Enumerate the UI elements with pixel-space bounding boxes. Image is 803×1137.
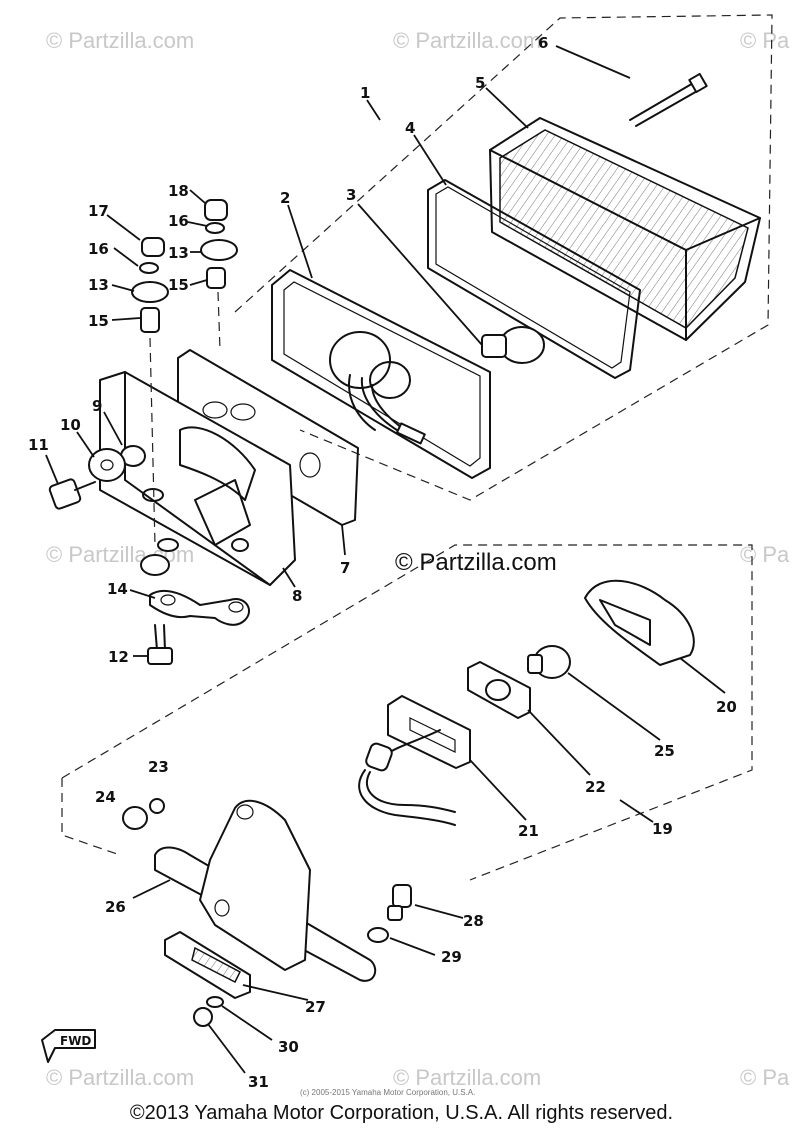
light-base — [271, 269, 491, 479]
callout-9: 9 — [92, 397, 102, 415]
bulb-upper — [481, 326, 545, 364]
collar-15b — [140, 307, 160, 333]
grommet-13b — [131, 281, 169, 303]
callout-16b: 16 — [88, 240, 109, 258]
assembly-outline-lower-b — [61, 778, 121, 856]
bracket-housing — [99, 371, 296, 586]
washer-16a — [205, 222, 225, 234]
callout-20: 20 — [716, 698, 737, 716]
callout-1: 1 — [360, 84, 370, 102]
callout-2: 2 — [280, 189, 290, 207]
callout-18: 18 — [168, 182, 189, 200]
callout-27: 27 — [305, 998, 326, 1016]
callout-12: 12 — [108, 648, 129, 666]
callout-22: 22 — [585, 778, 606, 796]
callout-17: 17 — [88, 202, 109, 220]
washer-10 — [88, 448, 126, 482]
nut-17 — [141, 237, 165, 257]
callout-13b: 13 — [88, 276, 109, 294]
assembly-outline-lower — [61, 544, 753, 881]
assembly-outline-upper — [234, 14, 773, 501]
nut-31 — [193, 1007, 213, 1027]
washer-23 — [149, 798, 165, 814]
callout-13a: 13 — [168, 244, 189, 262]
callout-29: 29 — [441, 948, 462, 966]
collar-15a — [206, 267, 226, 289]
clamp-plate — [164, 931, 251, 999]
license-bracket — [154, 799, 377, 982]
callout-6: 6 — [538, 34, 548, 52]
callout-21: 21 — [518, 822, 539, 840]
grommet-13a — [200, 239, 238, 261]
watermark: © Partzilla.com — [46, 542, 194, 567]
socket — [467, 661, 531, 719]
bolt-11 — [48, 478, 96, 510]
callout-26: 26 — [105, 898, 126, 916]
nut-24 — [122, 806, 148, 830]
callout-11: 11 — [28, 436, 49, 454]
axis-line — [149, 337, 156, 546]
bolt-28 — [387, 884, 412, 921]
callout-3: 3 — [346, 186, 356, 204]
lens-gasket — [427, 179, 641, 379]
socket-cord — [358, 695, 471, 826]
callout-14: 14 — [107, 580, 128, 598]
callout-labels: 1 2 3 4 5 6 7 8 9 10 11 12 13 13 14 15 1… — [28, 34, 737, 1091]
bulb-lower — [527, 645, 571, 679]
callout-15b: 15 — [88, 312, 109, 330]
callout-16a: 16 — [168, 212, 189, 230]
watermark: © Pa — [740, 1065, 790, 1090]
watermark: © Pa — [740, 28, 790, 53]
svg-text:FWD: FWD — [60, 1034, 91, 1048]
callout-7: 7 — [340, 559, 350, 577]
nut-18 — [204, 199, 228, 221]
callout-30: 30 — [278, 1038, 299, 1056]
callout-4: 4 — [405, 119, 415, 137]
callout-15a: 15 — [168, 276, 189, 294]
callout-19: 19 — [652, 820, 673, 838]
callout-31: 31 — [248, 1073, 269, 1091]
leader-lines — [45, 45, 726, 1074]
washer-10-hole — [100, 459, 114, 471]
watermark: © Partzilla.com — [393, 1065, 541, 1090]
bolt-12 — [147, 624, 173, 665]
callout-25: 25 — [654, 742, 675, 760]
license-lens — [584, 579, 695, 666]
callout-8: 8 — [292, 587, 302, 605]
link-arm — [140, 554, 250, 626]
bolt-long — [629, 72, 708, 127]
small-copyright: (c) 2005-2015 Yamaha Motor Corporation, … — [300, 1088, 475, 1097]
watermark: © Partzilla.com — [46, 1065, 194, 1090]
tail-lens — [489, 117, 761, 341]
callout-24: 24 — [95, 788, 116, 806]
copyright-footer: ©2013 Yamaha Motor Corporation, U.S.A. A… — [129, 1102, 674, 1124]
callout-23: 23 — [148, 758, 169, 776]
fwd-arrow-icon: FWD — [41, 1029, 96, 1063]
washer-29 — [367, 927, 389, 943]
callout-5: 5 — [475, 74, 485, 92]
callout-28: 28 — [463, 912, 484, 930]
watermark: © Pa — [740, 542, 790, 567]
watermark-center: © Partzilla.com — [395, 549, 557, 576]
washer-16b — [139, 262, 159, 274]
watermark: © Partzilla.com — [46, 28, 194, 53]
axis-line — [217, 291, 221, 351]
washer-30 — [206, 996, 224, 1008]
callout-10: 10 — [60, 416, 81, 434]
watermark: © Partzilla.com — [393, 28, 541, 53]
